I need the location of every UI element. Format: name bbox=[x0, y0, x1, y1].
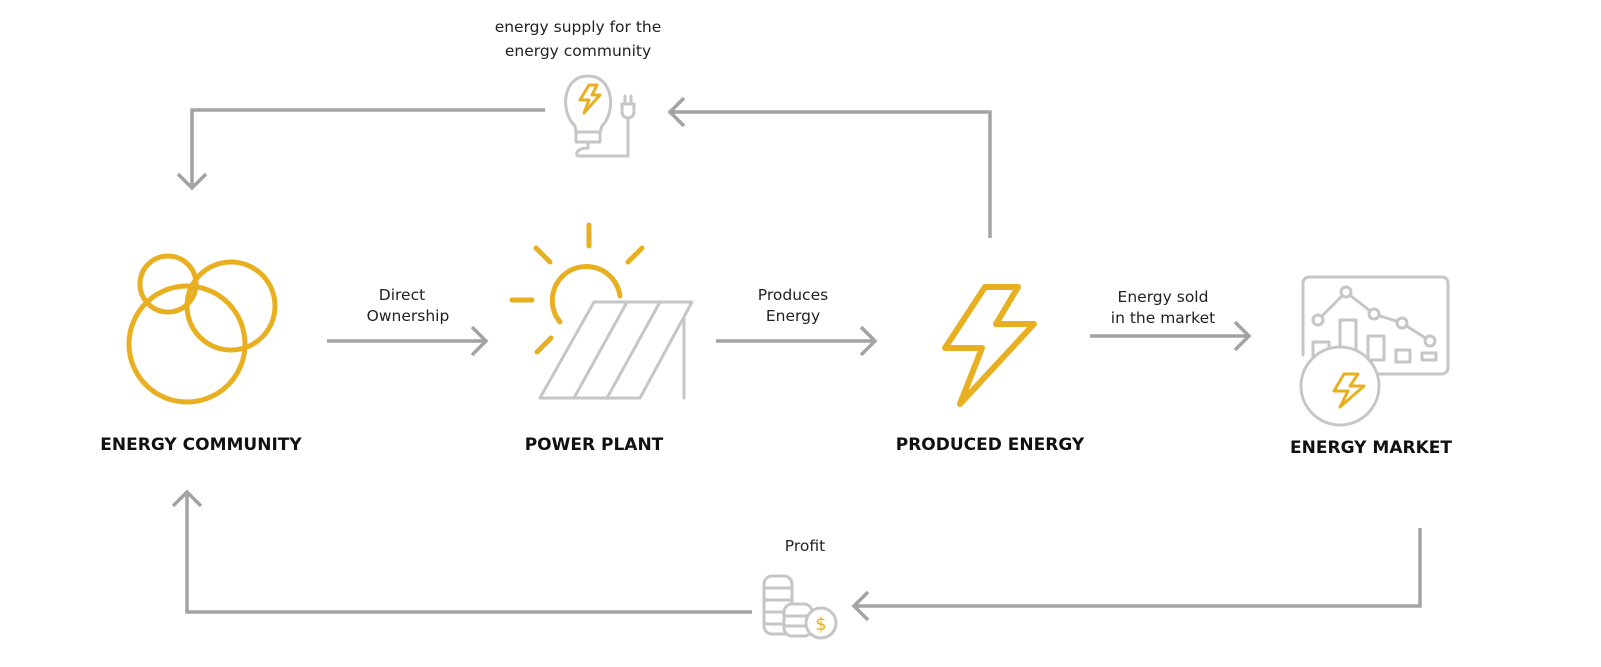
ownership-label-line1: Direct bbox=[379, 286, 425, 304]
community-circles-icon bbox=[126, 253, 278, 405]
sold-label-line2: in the market bbox=[1111, 309, 1215, 327]
node-power-plant: POWER PLANT bbox=[525, 435, 664, 455]
dollar-icon: $ bbox=[815, 614, 826, 635]
coins-dollar-icon: $ bbox=[762, 574, 838, 640]
light-bulb-plug-icon bbox=[564, 74, 636, 158]
arrow-profit-return bbox=[171, 489, 1422, 622]
arrow-sold bbox=[1090, 320, 1252, 352]
node-energy-community: ENERGY COMMUNITY bbox=[100, 435, 302, 455]
supply-label-line1: energy supply for the bbox=[495, 18, 662, 36]
lightning-bolt-icon bbox=[942, 284, 1037, 407]
profit-label: Profit bbox=[785, 537, 825, 555]
node-produced-energy: PRODUCED ENERGY bbox=[896, 435, 1085, 455]
produces-label-line1: Produces bbox=[758, 286, 828, 304]
solar-panel-sun-icon bbox=[509, 222, 694, 400]
arrow-produces bbox=[716, 325, 878, 357]
sold-label-line1: Energy sold bbox=[1118, 288, 1209, 306]
ownership-label-line2: Ownership bbox=[367, 307, 450, 325]
arrow-supply-return bbox=[176, 96, 992, 238]
arrow-ownership bbox=[327, 325, 489, 357]
node-energy-market: ENERGY MARKET bbox=[1290, 438, 1452, 458]
produces-label-line2: Energy bbox=[766, 307, 820, 325]
supply-label-line2: energy community bbox=[505, 42, 651, 60]
market-chart-icon bbox=[1299, 275, 1450, 427]
